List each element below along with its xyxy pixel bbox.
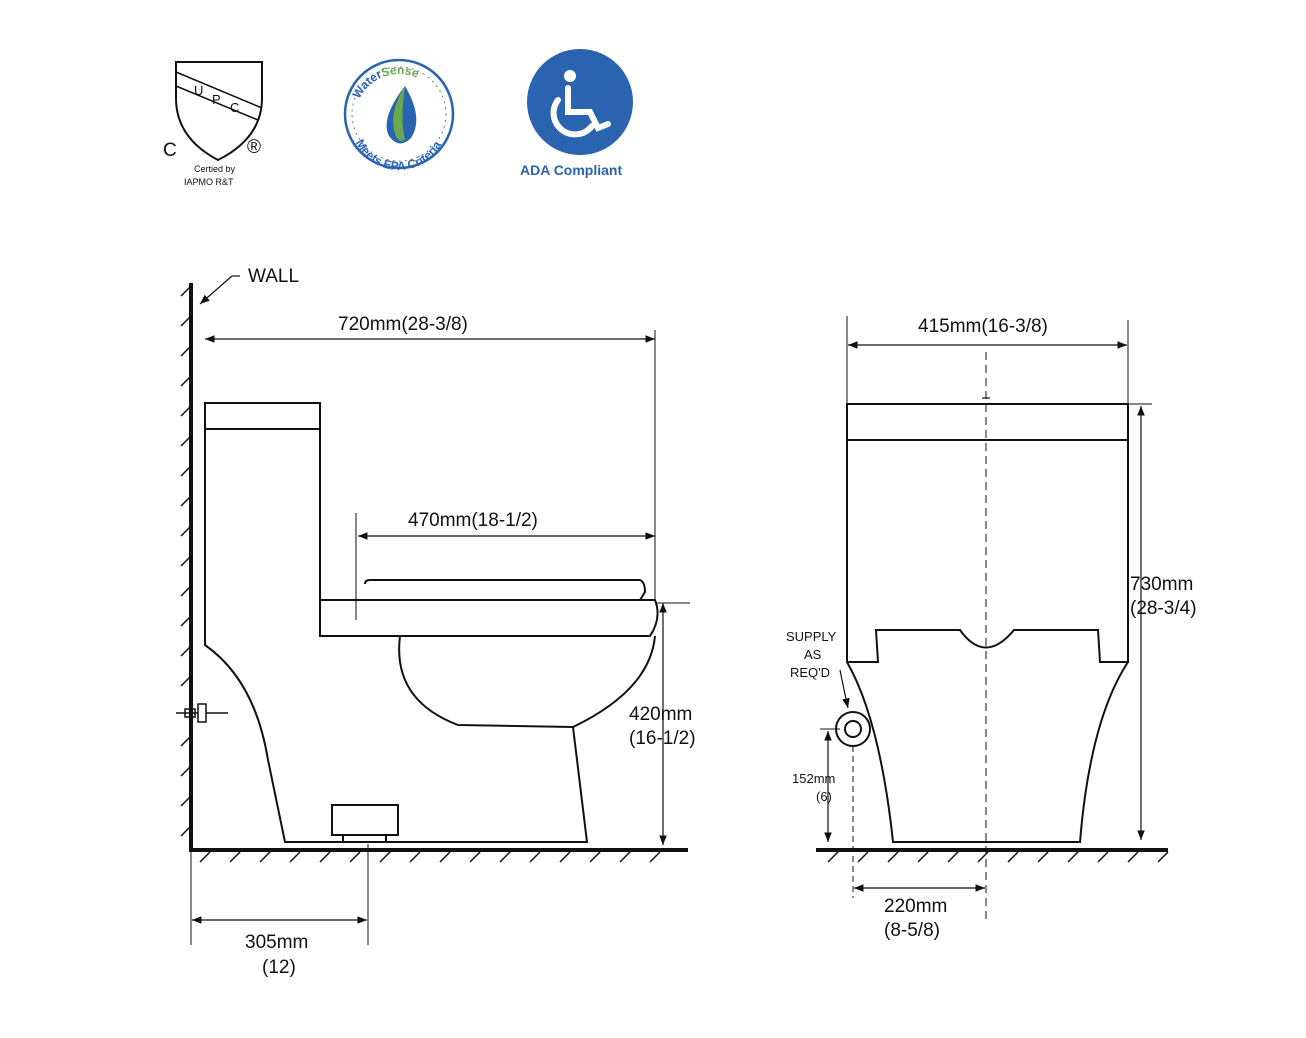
upc-letter-u: U [194, 83, 203, 98]
dim-rough-in-2: (12) [262, 957, 296, 978]
supply-pipe-icon [835, 711, 871, 747]
dim-supply-height-1: 152mm [792, 771, 835, 786]
dim-supply-offset-1: 220mm [884, 896, 947, 917]
dim-overall-depth: 720mm(28-3/8) [338, 314, 468, 335]
dim-seat-height-1: 420mm [629, 704, 692, 725]
dim-height-2: (28-3/4) [1130, 598, 1197, 619]
toilet-front-outline [846, 403, 1129, 843]
supply-valve [176, 703, 228, 723]
dim-seat-height-2: (16-1/2) [629, 728, 696, 749]
wall-label: WALL [248, 266, 299, 287]
supply-label-2: AS [804, 647, 822, 662]
dim-bowl-depth: 470mm(18-1/2) [408, 510, 538, 531]
side-view: WALL 720mm(28-3/8) 470mm(18-1/2) [176, 266, 696, 978]
dim-supply-offset-2: (8-5/8) [884, 920, 940, 941]
upc-certified-line2: IAPMO R&T [184, 177, 234, 187]
floor-hatch [199, 851, 661, 863]
wall-hatch [180, 285, 192, 837]
front-floor-hatch [827, 851, 1169, 863]
registered-icon: ® [247, 137, 261, 158]
upc-c-mark: C [163, 140, 177, 161]
watersense-sense: Sense [379, 63, 421, 81]
dim-supply-height-2: (6) [816, 789, 832, 804]
front-view: 415mm(16-3/8) 730mm (28-3/4) SUPPLY AS R… [786, 316, 1197, 941]
upc-letter-c: C [230, 100, 239, 115]
upc-letter-p: P [212, 92, 221, 107]
dim-height-1: 730mm [1130, 574, 1193, 595]
dim-width: 415mm(16-3/8) [918, 316, 1048, 337]
dim-rough-in-1: 305mm [245, 932, 308, 953]
ada-label: ADA Compliant [520, 162, 622, 178]
watersense-logo: WaterSense Meets EPA Criteria [343, 58, 455, 173]
upc-logo: U P C C ® Certied by IAPMO R&T [163, 61, 263, 187]
supply-label-1: SUPPLY [786, 629, 837, 644]
upc-certified-line1: Certied by [194, 164, 236, 174]
ada-logo: ADA Compliant [520, 49, 633, 178]
wheelchair-icon [550, 70, 611, 138]
supply-label-3: REQ'D [790, 665, 830, 680]
toilet-side-outline [204, 402, 659, 843]
